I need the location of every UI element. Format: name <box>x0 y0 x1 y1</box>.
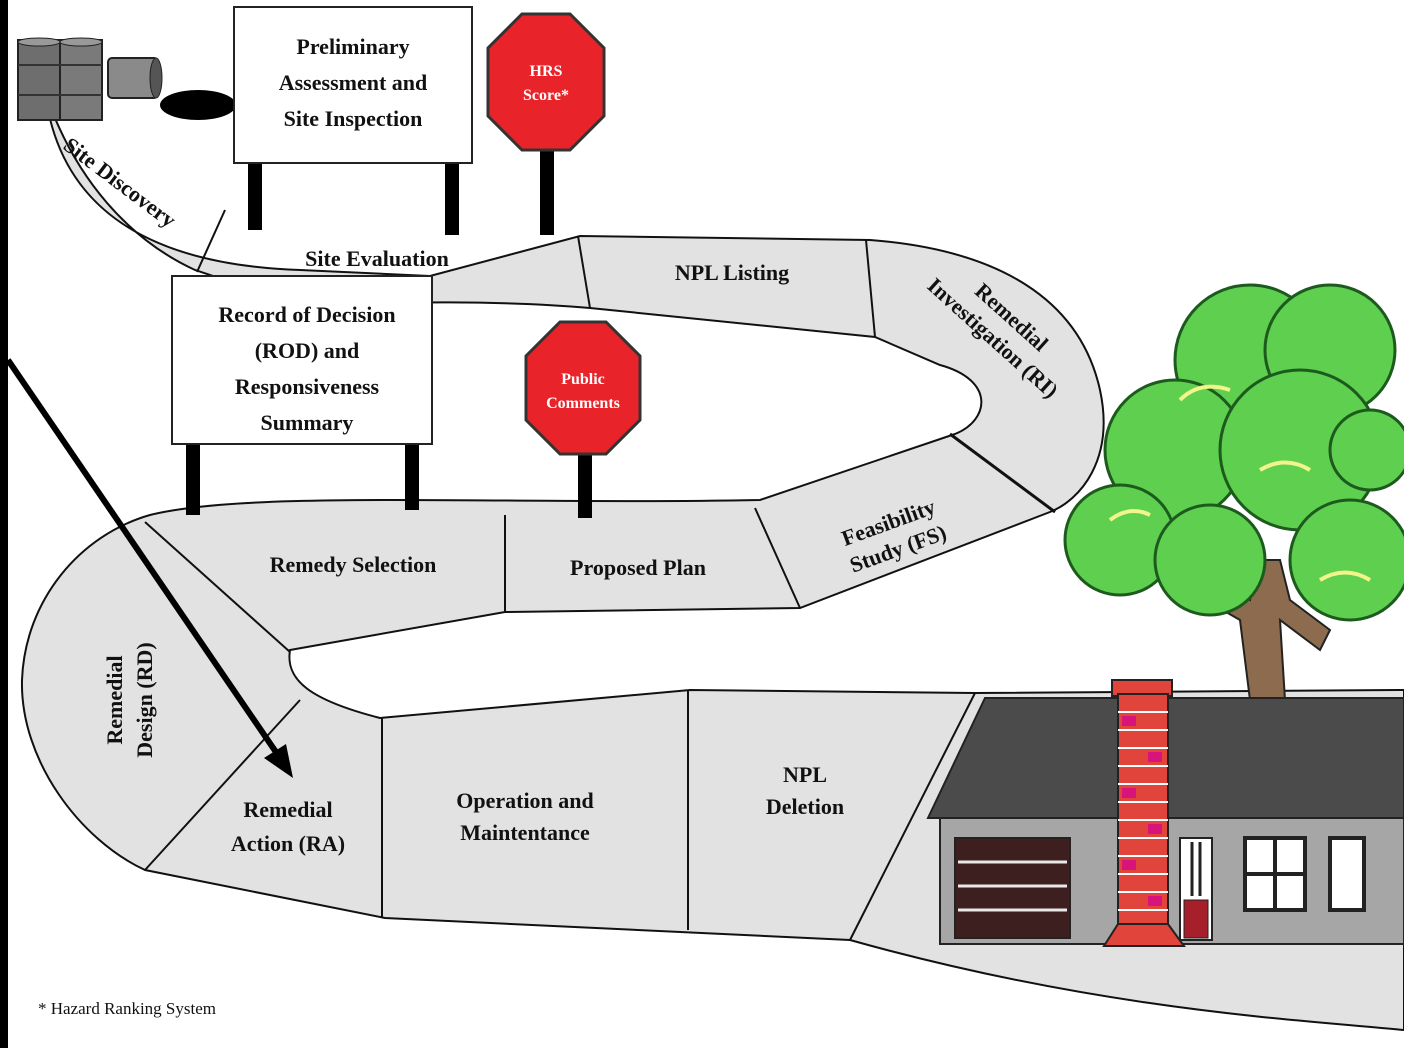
label-om-line-1: Operation and <box>456 788 594 813</box>
label-remedy-selection: Remedy Selection <box>270 552 437 577</box>
sign-record-of-decision: Record of Decision (ROD) and Responsiven… <box>171 275 433 515</box>
label-ra-line-1: Remedial <box>243 797 332 822</box>
rd-line-1: Remedial <box>102 655 127 744</box>
label-ra-line-2: Action (RA) <box>231 831 345 856</box>
window-small <box>1328 836 1366 912</box>
arrow-icon <box>5 358 293 778</box>
tree-icon <box>1063 283 1404 701</box>
label-npl-deletion-line-2: Deletion <box>766 794 844 819</box>
left-border <box>0 0 8 1048</box>
garage-door <box>954 837 1071 939</box>
rd-line-2: Design (RD) <box>132 642 157 758</box>
label-remedial-design: Remedial Design (RD) <box>102 642 157 758</box>
sign-board <box>171 275 433 445</box>
public-line-2: Comments <box>546 395 620 412</box>
sign-post-left <box>248 160 262 230</box>
label-npl-deletion-line-1: NPL <box>783 762 827 787</box>
divider-ri <box>949 432 1056 514</box>
divider-discovery <box>196 209 226 273</box>
divider-deletion <box>849 692 976 941</box>
divider-npl <box>865 239 876 338</box>
sign-post-right <box>445 160 459 235</box>
rod-line-4: Summary <box>261 410 354 435</box>
house-icon <box>926 679 1404 947</box>
label-npl-listing: NPL Listing <box>675 260 789 285</box>
divider-rd <box>144 699 301 871</box>
rod-line-1: Record of Decision <box>218 302 395 327</box>
stop-sign-icon: Public Comments <box>524 320 642 518</box>
divider-evaluation <box>577 235 591 309</box>
label-site-evaluation: Site Evaluation <box>305 246 449 271</box>
rod-line-3: Responsiveness <box>235 374 380 399</box>
sign-post-right <box>405 440 419 510</box>
rod-line-2: (ROD) and <box>255 338 360 363</box>
divider-fs <box>754 507 801 609</box>
sign-line-3: Site Inspection <box>284 106 423 131</box>
stop-sign-icon: HRS Score* <box>486 12 606 235</box>
sign-line-1: Preliminary <box>296 34 409 59</box>
hrs-line-2: Score* <box>523 87 569 104</box>
hrs-line-1: HRS <box>530 63 563 80</box>
footnote: * Hazard Ranking System <box>38 999 216 1018</box>
sign-line-2: Assessment and <box>279 70 428 95</box>
sign-board <box>233 6 473 164</box>
public-line-1: Public <box>561 371 605 388</box>
label-proposed-plan: Proposed Plan <box>570 555 706 580</box>
chimney <box>1102 679 1186 947</box>
sign-post-left <box>186 440 200 515</box>
sign-preliminary-assessment: Preliminary Assessment and Site Inspecti… <box>233 6 473 235</box>
barrel-icon <box>17 37 236 121</box>
label-om-line-2: Maintentance <box>460 820 590 845</box>
divider-remedy <box>144 521 291 653</box>
